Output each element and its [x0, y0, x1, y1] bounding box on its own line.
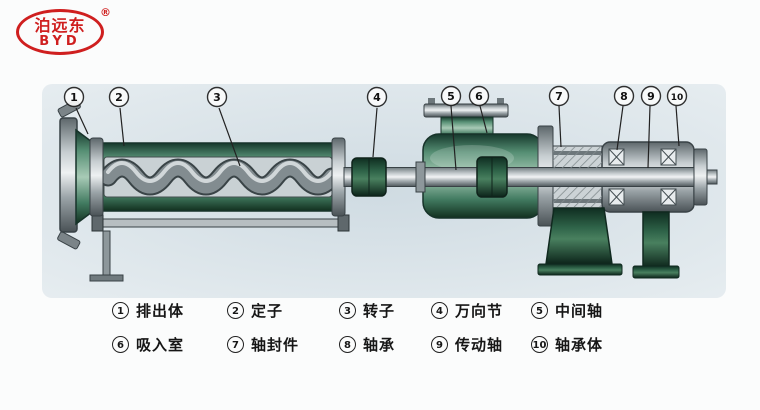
callout-3: 3 — [206, 86, 228, 108]
legend-number: 5 — [531, 302, 548, 319]
svg-text:10: 10 — [671, 93, 684, 103]
legend-label: 轴封件 — [251, 336, 300, 354]
legend-number: 9 — [431, 336, 448, 353]
legend-item-8: 8 轴承 — [339, 334, 431, 355]
legend-number: 2 — [227, 302, 244, 319]
legend-number: 7 — [227, 336, 244, 353]
bearings — [608, 148, 708, 206]
svg-text:3: 3 — [213, 91, 221, 104]
svg-text:4: 4 — [373, 91, 381, 104]
callout-1: 1 — [63, 86, 85, 108]
legend-number: 6 — [112, 336, 129, 353]
stator-end-rings — [89, 137, 346, 217]
legend-item-4: 4 万向节 — [431, 300, 531, 321]
legend-label: 中间轴 — [555, 302, 604, 320]
legend-label: 排出体 — [136, 302, 185, 320]
legend-label: 万向节 — [455, 302, 504, 320]
legend-item-9: 9 传动轴 — [431, 334, 531, 355]
svg-text:2: 2 — [115, 91, 123, 104]
svg-text:6: 6 — [475, 90, 483, 103]
legend-label: 定子 — [251, 302, 284, 320]
legend-number: 3 — [339, 302, 356, 319]
legend-item-1: 1 排出体 — [112, 300, 227, 321]
callout-8: 8 — [613, 85, 635, 107]
legend-item-2: 2 定子 — [227, 300, 339, 321]
legend-item-5: 5 中间轴 — [531, 300, 649, 321]
brand-name-en: BYD — [39, 34, 81, 49]
legend-item-10: 10 轴承体 — [531, 334, 649, 355]
brand-logo: ® 泊远东 BYD — [16, 6, 111, 55]
svg-text:8: 8 — [620, 90, 628, 103]
legend-item-6: 6 吸入室 — [112, 334, 227, 355]
parts-legend: 1 排出体 2 定子 3 转子 4 万向节 5 中间轴 6 吸入室 7 轴封件 … — [112, 300, 649, 355]
svg-text:7: 7 — [555, 90, 563, 103]
rotor — [98, 158, 342, 196]
legend-label: 转子 — [363, 302, 396, 320]
legend-label: 吸入室 — [136, 336, 185, 354]
legend-number: 8 — [339, 336, 356, 353]
discharge-body — [57, 99, 97, 250]
legend-item-3: 3 转子 — [339, 300, 431, 321]
callout-10: 10 — [666, 85, 688, 107]
callout-9: 9 — [640, 85, 662, 107]
universal-joint — [351, 156, 508, 198]
svg-text:5: 5 — [447, 90, 455, 103]
leader-lines — [75, 105, 680, 171]
legend-number: 10 — [531, 336, 548, 353]
svg-text:1: 1 — [70, 91, 78, 104]
seal-pedestal — [537, 207, 623, 276]
support-foot — [632, 211, 680, 279]
callout-7: 7 — [548, 85, 570, 107]
legend-label: 传动轴 — [455, 336, 504, 354]
legend-number: 1 — [112, 302, 129, 319]
legend-label: 轴承体 — [555, 336, 604, 354]
registered-mark: ® — [100, 6, 111, 19]
left-support-leg — [89, 230, 124, 282]
callout-6: 6 — [468, 85, 490, 107]
callout-4: 4 — [366, 86, 388, 108]
seal-packing — [553, 147, 602, 207]
legend-item-7: 7 轴封件 — [227, 334, 339, 355]
legend-number: 4 — [431, 302, 448, 319]
legend-label: 轴承 — [363, 336, 396, 354]
callout-5: 5 — [440, 85, 462, 107]
svg-text:9: 9 — [647, 90, 655, 103]
callout-2: 2 — [108, 86, 130, 108]
brand-name-cn: 泊远东 — [34, 16, 86, 35]
